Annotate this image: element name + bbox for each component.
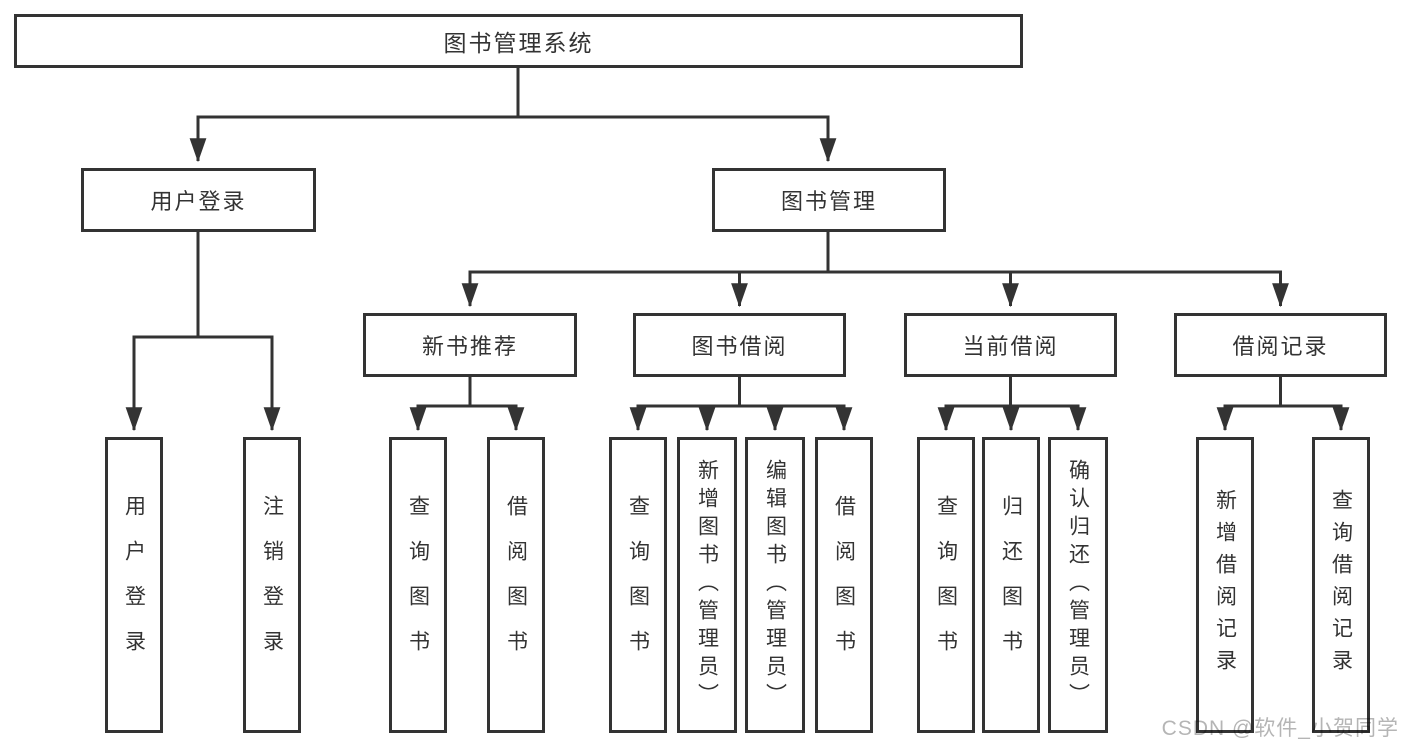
node-label: 图书管理 bbox=[780, 189, 877, 214]
leaf-current-query-books: 查询图书 bbox=[917, 437, 975, 733]
node-label: 图书管理系统 bbox=[443, 30, 594, 56]
leaf-label: 注销登录 bbox=[260, 495, 284, 675]
node-label: 用户登录 bbox=[150, 189, 247, 214]
leaf-borrow-query-books: 查询图书 bbox=[609, 437, 667, 733]
leaf-user-login: 用户登录 bbox=[105, 437, 163, 733]
node-label: 图书借阅 bbox=[691, 334, 788, 359]
leaf-label: 编辑图书（管理员） bbox=[763, 459, 787, 711]
leaf-newbook-borrow-books: 借阅图书 bbox=[487, 437, 545, 733]
leaf-record-query-borrow-record: 查询借阅记录 bbox=[1312, 437, 1370, 733]
node-book-borrowing: 图书借阅 bbox=[633, 313, 846, 377]
node-label: 当前借阅 bbox=[962, 334, 1059, 359]
node-new-book-recommend: 新书推荐 bbox=[363, 313, 577, 377]
node-user-login: 用户登录 bbox=[81, 168, 316, 232]
csdn-watermark: CSDN @软件_小贺同学 bbox=[1161, 717, 1399, 740]
leaf-label: 查询借阅记录 bbox=[1329, 489, 1353, 681]
leaf-label: 查询图书 bbox=[406, 495, 430, 675]
leaf-label: 确认归还（管理员） bbox=[1066, 459, 1090, 711]
node-library-management-system: 图书管理系统 bbox=[14, 14, 1023, 68]
leaf-borrow-add-books-admin: 新增图书（管理员） bbox=[677, 437, 737, 733]
leaf-label: 查询图书 bbox=[626, 495, 650, 675]
leaf-label: 借阅图书 bbox=[504, 495, 528, 675]
leaf-record-add-borrow-record: 新增借阅记录 bbox=[1196, 437, 1254, 733]
node-current-borrowing: 当前借阅 bbox=[904, 313, 1117, 377]
leaf-label: 归还图书 bbox=[999, 495, 1023, 675]
node-label: 新书推荐 bbox=[421, 334, 518, 359]
leaf-label: 查询图书 bbox=[934, 495, 958, 675]
node-borrowing-records: 借阅记录 bbox=[1174, 313, 1387, 377]
leaf-label: 借阅图书 bbox=[832, 495, 856, 675]
node-book-management: 图书管理 bbox=[712, 168, 946, 232]
leaf-current-return-books: 归还图书 bbox=[982, 437, 1040, 733]
leaf-borrow-borrow-books: 借阅图书 bbox=[815, 437, 873, 733]
leaf-label: 新增借阅记录 bbox=[1213, 489, 1237, 681]
node-label: 借阅记录 bbox=[1232, 334, 1329, 359]
leaf-current-confirm-return-admin: 确认归还（管理员） bbox=[1048, 437, 1108, 733]
leaf-label: 新增图书（管理员） bbox=[695, 459, 719, 711]
leaf-newbook-query-books: 查询图书 bbox=[389, 437, 447, 733]
leaf-logout: 注销登录 bbox=[243, 437, 301, 733]
leaf-borrow-edit-books-admin: 编辑图书（管理员） bbox=[745, 437, 805, 733]
leaf-label: 用户登录 bbox=[122, 495, 146, 675]
